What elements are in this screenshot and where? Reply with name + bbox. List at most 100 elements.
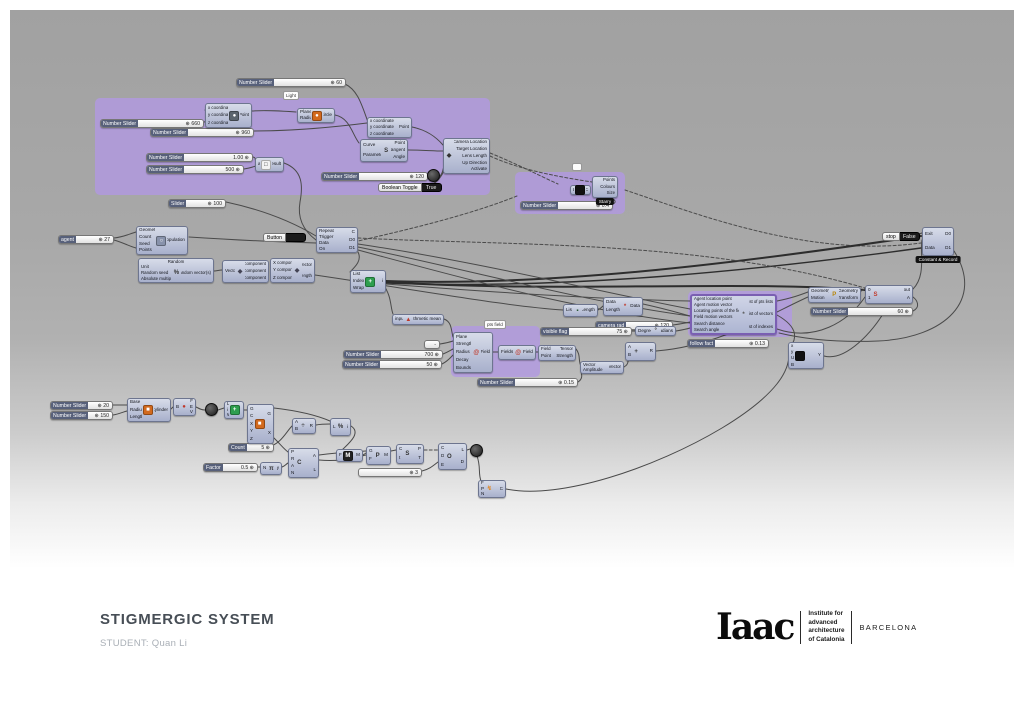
slider-100[interactable]: Slider⊕ 100 — [168, 199, 226, 208]
input-port-label[interactable]: F — [481, 481, 484, 486]
input-port-label[interactable]: Vector — [225, 268, 235, 274]
output-port-label[interactable]: A — [906, 295, 910, 301]
node-list-item-2[interactable]: LiW+i — [224, 401, 244, 419]
input-port-label[interactable]: Curve — [363, 141, 376, 147]
input-port-label[interactable]: X component — [273, 259, 293, 265]
input-port-label[interactable]: Vector — [583, 362, 596, 367]
node-jitter[interactable]: L%i — [330, 418, 351, 436]
slider-value[interactable]: 700 ⊕ — [424, 351, 439, 358]
output-port-label[interactable]: Vector — [608, 364, 621, 370]
node-expression-result[interactable]: a□Result — [255, 157, 284, 172]
input-port-label[interactable]: L — [333, 423, 336, 429]
input-port-label[interactable]: Fields — [501, 349, 514, 355]
slider-value[interactable]: 0.5 ⊕ — [241, 464, 254, 471]
slider-value[interactable]: ⊕ 120 — [652, 323, 672, 329]
input-port-label[interactable]: y coordinate — [370, 124, 394, 130]
output-port-label[interactable]: Field — [481, 349, 490, 355]
input-port-label[interactable]: Radius — [300, 115, 311, 121]
input-port-label[interactable]: Trigger — [319, 233, 334, 239]
node-circle[interactable]: PlaneRadius●Circle — [297, 108, 335, 123]
output-port-label[interactable]: Radians — [660, 327, 673, 333]
output-port-label[interactable]: M — [356, 452, 360, 458]
input-port-label[interactable]: Y — [250, 428, 254, 434]
slider-value[interactable]: ⊕ 60 — [330, 79, 342, 86]
output-port-label[interactable]: List of pts lists — [748, 299, 773, 305]
input-port-label[interactable]: B — [628, 352, 632, 358]
input-port-label[interactable]: Amplitude — [583, 367, 603, 373]
input-port-label[interactable]: Random seed — [141, 269, 169, 275]
output-port-label[interactable]: Population — [167, 237, 185, 243]
input-port-label[interactable]: Field motion vectors — [694, 314, 733, 320]
input-port-label[interactable]: z coordinate — [370, 130, 394, 136]
input-port-label[interactable]: Agent motion vector — [694, 302, 733, 308]
input-port-label[interactable]: L — [573, 186, 575, 192]
output-port-label[interactable]: Field — [523, 349, 533, 355]
input-port-label[interactable]: Index — [353, 278, 365, 284]
input-port-label[interactable]: Base — [130, 399, 141, 405]
output-port-label[interactable]: Length — [302, 273, 312, 279]
slider-value[interactable]: 1.00 ⊕ — [233, 154, 249, 161]
toggle-value[interactable]: False — [899, 232, 920, 241]
output-port-label[interactable]: Y — [817, 352, 821, 358]
output-port-label[interactable]: D1 — [349, 244, 355, 250]
slider-value[interactable]: - — [434, 341, 436, 348]
output-port-label[interactable]: L — [313, 466, 316, 472]
input-port-label[interactable]: Points — [139, 247, 152, 253]
output-port-label[interactable]: R — [649, 348, 653, 354]
input-port-label[interactable]: F — [369, 456, 372, 462]
input-port-label[interactable]: B — [791, 361, 795, 367]
input-port-label[interactable]: Count — [139, 233, 152, 239]
output-port-label[interactable]: Up Direction — [462, 159, 487, 165]
input-port-label[interactable]: Motion — [811, 295, 825, 301]
input-port-label[interactable]: C — [441, 444, 445, 450]
input-port-label[interactable]: List — [353, 271, 361, 277]
input-port-label[interactable]: E — [441, 461, 445, 467]
slider-value[interactable]: ⊕ 100 — [207, 200, 222, 207]
slider-value[interactable]: ⊕ 3 — [409, 469, 418, 476]
slider-3[interactable]: ⊕ 3 — [358, 468, 422, 477]
node-deconstruct-vector[interactable]: Vector◆X componentY componentZ component — [222, 260, 269, 283]
input-port-label[interactable]: Exit — [925, 231, 933, 237]
output-port-label[interactable]: E — [189, 403, 193, 409]
knob-brep[interactable] — [205, 403, 218, 416]
slider-value[interactable]: ⊕ 0.13 — [749, 340, 765, 347]
output-port-label[interactable]: i — [381, 278, 383, 284]
input-port-label[interactable]: List — [566, 307, 572, 313]
output-port-label[interactable]: G — [267, 411, 271, 417]
input-port-label[interactable]: Degrees — [638, 327, 651, 333]
output-port-label[interactable]: i — [346, 423, 348, 429]
slider-value[interactable]: 50 ⊕ — [426, 361, 438, 368]
slider-value[interactable]: ⊕ 20 — [97, 402, 109, 409]
input-port-label[interactable]: Radius — [456, 349, 470, 355]
output-port-label[interactable]: X — [267, 430, 271, 436]
output-port-label[interactable]: Points — [603, 177, 615, 183]
input-port-label[interactable]: A — [291, 463, 295, 469]
input-port-label[interactable]: C — [250, 413, 254, 419]
input-port-label[interactable]: Field — [541, 346, 551, 352]
output-port-label[interactable]: Z component — [245, 275, 266, 281]
output-port-label[interactable]: List of indexes — [748, 323, 773, 329]
slider-value[interactable]: ⊕ 0.15 — [558, 379, 574, 386]
output-port-label[interactable]: Lens Length — [462, 152, 487, 158]
input-port-label[interactable]: X — [250, 420, 254, 426]
output-port-label[interactable]: D1 — [945, 244, 951, 250]
output-port-label[interactable]: Length — [582, 307, 595, 313]
input-port-label[interactable]: Parameter — [363, 152, 381, 158]
output-port-label[interactable]: D0 — [945, 231, 951, 237]
